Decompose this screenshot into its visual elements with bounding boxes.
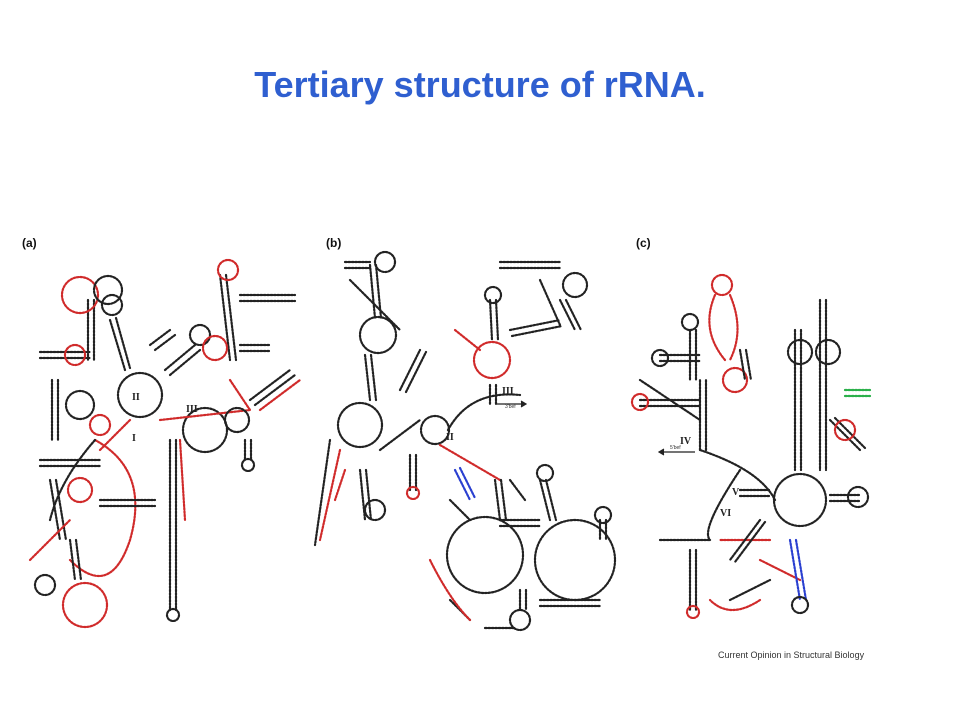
panel-b-domain-ii: II <box>446 432 454 443</box>
panel-b-label: (b) <box>326 236 342 250</box>
panel-c-domain-v: V <box>732 487 740 498</box>
panel-b-arrow <box>495 400 528 408</box>
panel-c-arrow <box>657 448 695 456</box>
panel-c-arrow-label: 5'bef <box>670 445 681 451</box>
image-credit: Current Opinion in Structural Biology <box>718 650 865 660</box>
panel-c-domain-vi: VI <box>720 508 732 519</box>
slide-title: Tertiary structure of rRNA. <box>254 64 706 105</box>
panel-c-domain-iv: IV <box>680 436 692 447</box>
panel-b-domain-iii: III <box>502 386 514 397</box>
panel-c-structure <box>630 273 872 620</box>
panel-a-domain-i: I <box>132 433 136 444</box>
panel-a-structure <box>28 258 302 629</box>
panel-b-arrow-label: 3'bef <box>505 404 516 410</box>
panel-a-label: (a) <box>22 236 37 250</box>
panel-c-label: (c) <box>636 236 651 250</box>
panel-b-structure <box>313 250 617 632</box>
panel-a-domain-ii: II <box>132 392 140 403</box>
panel-a-domain-iii: III <box>186 404 198 415</box>
